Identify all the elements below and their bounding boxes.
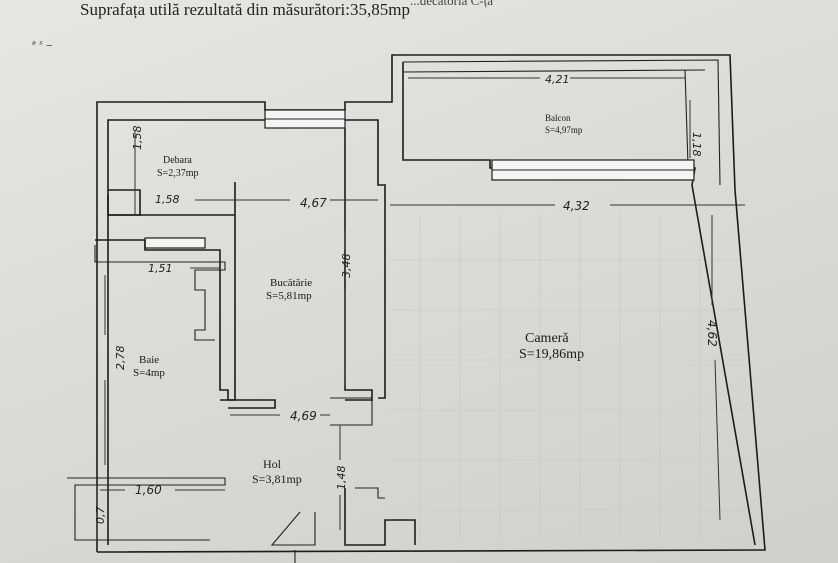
outer-walls xyxy=(96,54,766,553)
corner-mark: ᵃ ˢ ‒ xyxy=(32,40,52,51)
room-baie-name: Baie xyxy=(139,354,159,366)
dim-camera-width: 4,32 xyxy=(563,199,590,213)
dim-baie-height: 2,78 xyxy=(114,346,127,371)
dim-bottom-width: 1,60 xyxy=(135,483,162,497)
room-debara-area: S=2,37mp xyxy=(157,168,198,179)
paper-grid xyxy=(390,215,745,540)
dim-bottom-height: 0,7 xyxy=(94,507,107,525)
dim-hol-width: 4,69 xyxy=(290,409,317,423)
dimension-lines xyxy=(96,77,745,540)
room-hol-area: S=3,81mp xyxy=(252,472,302,486)
dim-bucatarie-height: 3,48 xyxy=(340,254,353,279)
room-bucatarie-area: S=5,81mp xyxy=(266,290,312,302)
dim-camera-height: 4,62 xyxy=(705,320,719,347)
debara-door xyxy=(144,237,206,249)
room-camera-name: Cameră xyxy=(525,331,569,346)
room-camera-area: S=19,86mp xyxy=(519,347,584,362)
room-hol-name: Hol xyxy=(263,457,282,471)
dim-debara-height: 1,58 xyxy=(131,126,144,151)
header-title: Suprafața utilă rezultată din măsurători… xyxy=(80,0,410,19)
dim-baie-width: 1,51 xyxy=(148,262,173,275)
room-baie-area: S=4mp xyxy=(133,367,165,379)
room-debara-name: Debara xyxy=(163,155,192,166)
interior-walls xyxy=(67,128,416,546)
room-balcon-area: S=4,97mp xyxy=(545,125,583,135)
room-balcon-name: Balcon xyxy=(545,113,571,123)
dim-debara-width: 1,58 xyxy=(155,193,180,206)
room-bucatarie-name: Bucătărie xyxy=(270,277,312,289)
dim-balcon-width: 4,21 xyxy=(545,73,570,86)
dim-hol-height: 1,48 xyxy=(335,466,348,491)
header: ...decatoria C-ța Suprafața utilă rezult… xyxy=(80,0,493,20)
dim-balcon-depth: 1,18 xyxy=(690,132,703,157)
header-fragment: ...decatoria C-ța xyxy=(410,0,494,8)
dim-bucatarie-width: 4,67 xyxy=(300,196,327,210)
